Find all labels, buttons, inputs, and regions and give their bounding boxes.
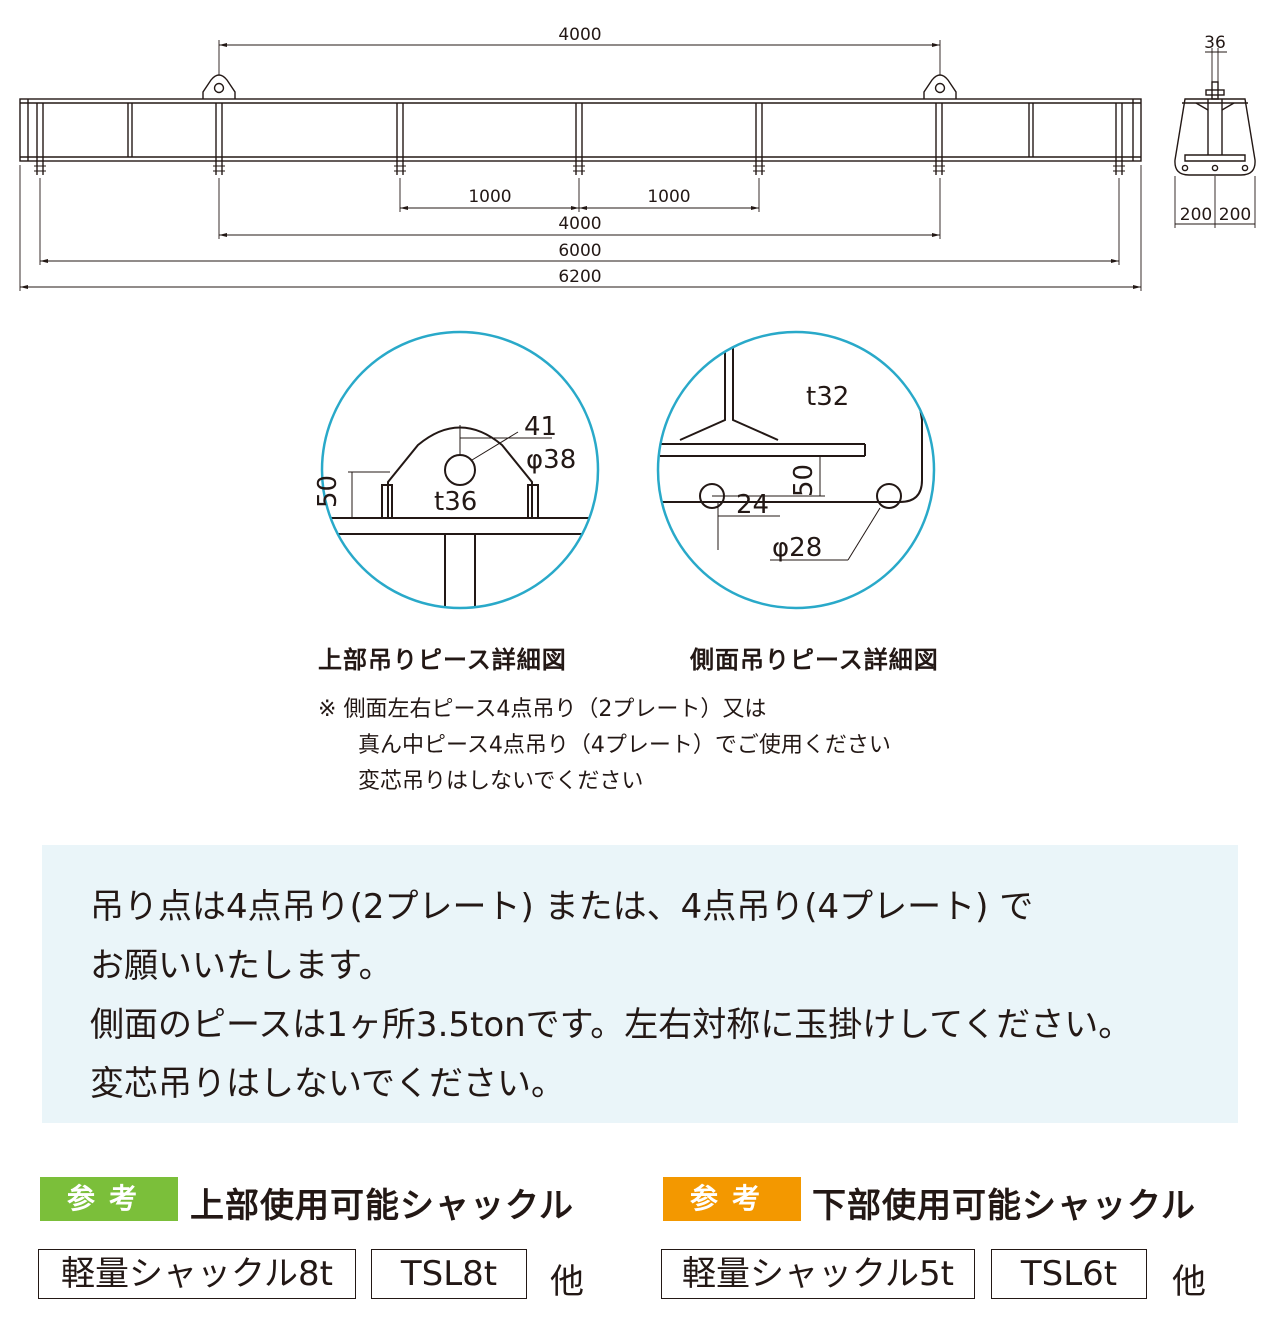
dim-50-top: 50	[313, 475, 343, 508]
shackle-other-lower: 他	[1172, 1262, 1206, 1302]
beam-outline	[19, 98, 1142, 162]
reference-title-upper: 上部使用可能シャックル	[190, 1186, 574, 1226]
side-lug-detail-circle	[656, 330, 936, 610]
top-lifting-lug-left	[202, 74, 236, 99]
dim-6200: 6200	[558, 267, 601, 287]
dim-side-200-left: 200	[1180, 205, 1212, 225]
dim-50-side: 50	[789, 464, 819, 497]
side-lug-detail-dims	[712, 456, 881, 561]
dim-6000: 6000	[558, 241, 601, 261]
detail-views: 41 φ38 50 t36 t32 50 24 φ28	[313, 330, 936, 610]
thickness-t32: t32	[806, 382, 849, 412]
dim-top-4000: 4000	[558, 25, 601, 45]
shackle-item-lower-1: 軽量シャックル5t	[661, 1249, 975, 1299]
dim-1000-left: 1000	[468, 187, 511, 207]
dim-phi38: φ38	[526, 445, 576, 475]
shackle-item-upper-2: TSL8t	[371, 1249, 527, 1299]
dim-phi28: φ28	[772, 533, 822, 563]
beam-elevation-drawing: 4000 1000 1000 4000 6000 6200 36 200 200	[19, 25, 1256, 291]
top-lifting-lug-right	[923, 74, 957, 99]
info-line-2: お願いいたします。	[90, 946, 393, 986]
beam-side-section	[1174, 81, 1256, 176]
top-lug-detail-circle	[320, 330, 600, 610]
notes: ※ 側面左右ピース4点吊り（2プレート）又は 真ん中ピース4点吊り（4プレート）…	[318, 692, 891, 800]
side-lug-detail	[660, 332, 923, 509]
reference-badge-upper: 参考	[40, 1177, 178, 1221]
top-lug-detail-dims	[348, 425, 552, 518]
shackle-item-upper-1: 軽量シャックル8t	[38, 1249, 356, 1299]
top-lug-detail-caption: 上部吊りピース詳細図	[318, 646, 567, 674]
note-line-3: 変芯吊りはしないでください	[358, 769, 644, 794]
note-line-1: 側面左右ピース4点吊り（2プレート）又は	[343, 697, 767, 722]
dimension-lines	[19, 40, 1142, 291]
thickness-t36: t36	[434, 487, 477, 517]
dim-24: 24	[736, 490, 769, 520]
dim-side-200-right: 200	[1219, 205, 1251, 225]
note-line-2: 真ん中ピース4点吊り（4プレート）でご使用ください	[358, 733, 891, 758]
side-dimension-lines	[1174, 48, 1256, 228]
reference-title-lower: 下部使用可能シャックル	[812, 1186, 1196, 1226]
info-box: 吊り点は4点吊り(2プレート) または、4点吊り(4プレート) で お願いいたし…	[42, 845, 1238, 1123]
info-line-4: 変芯吊りはしないでください。	[90, 1064, 565, 1104]
info-line-3: 側面のピースは1ヶ所3.5tonです。左右対称に玉掛けしてください。	[90, 1005, 1133, 1045]
shackle-other-upper: 他	[550, 1262, 584, 1302]
side-lug-detail-caption: 側面吊りピース詳細図	[690, 646, 939, 674]
reference-badge-lower: 参考	[663, 1177, 801, 1221]
bottom-lug-pieces	[34, 103, 1125, 175]
dim-4000: 4000	[558, 214, 601, 234]
dim-41: 41	[524, 412, 557, 442]
dimension-arrows	[20, 43, 1141, 289]
dim-1000-right: 1000	[647, 187, 690, 207]
shackle-item-lower-2: TSL6t	[991, 1249, 1147, 1299]
info-line-1: 吊り点は4点吊り(2プレート) または、4点吊り(4プレート) で	[90, 887, 1034, 927]
note-mark: ※	[318, 697, 337, 722]
dim-side-36: 36	[1204, 33, 1226, 53]
